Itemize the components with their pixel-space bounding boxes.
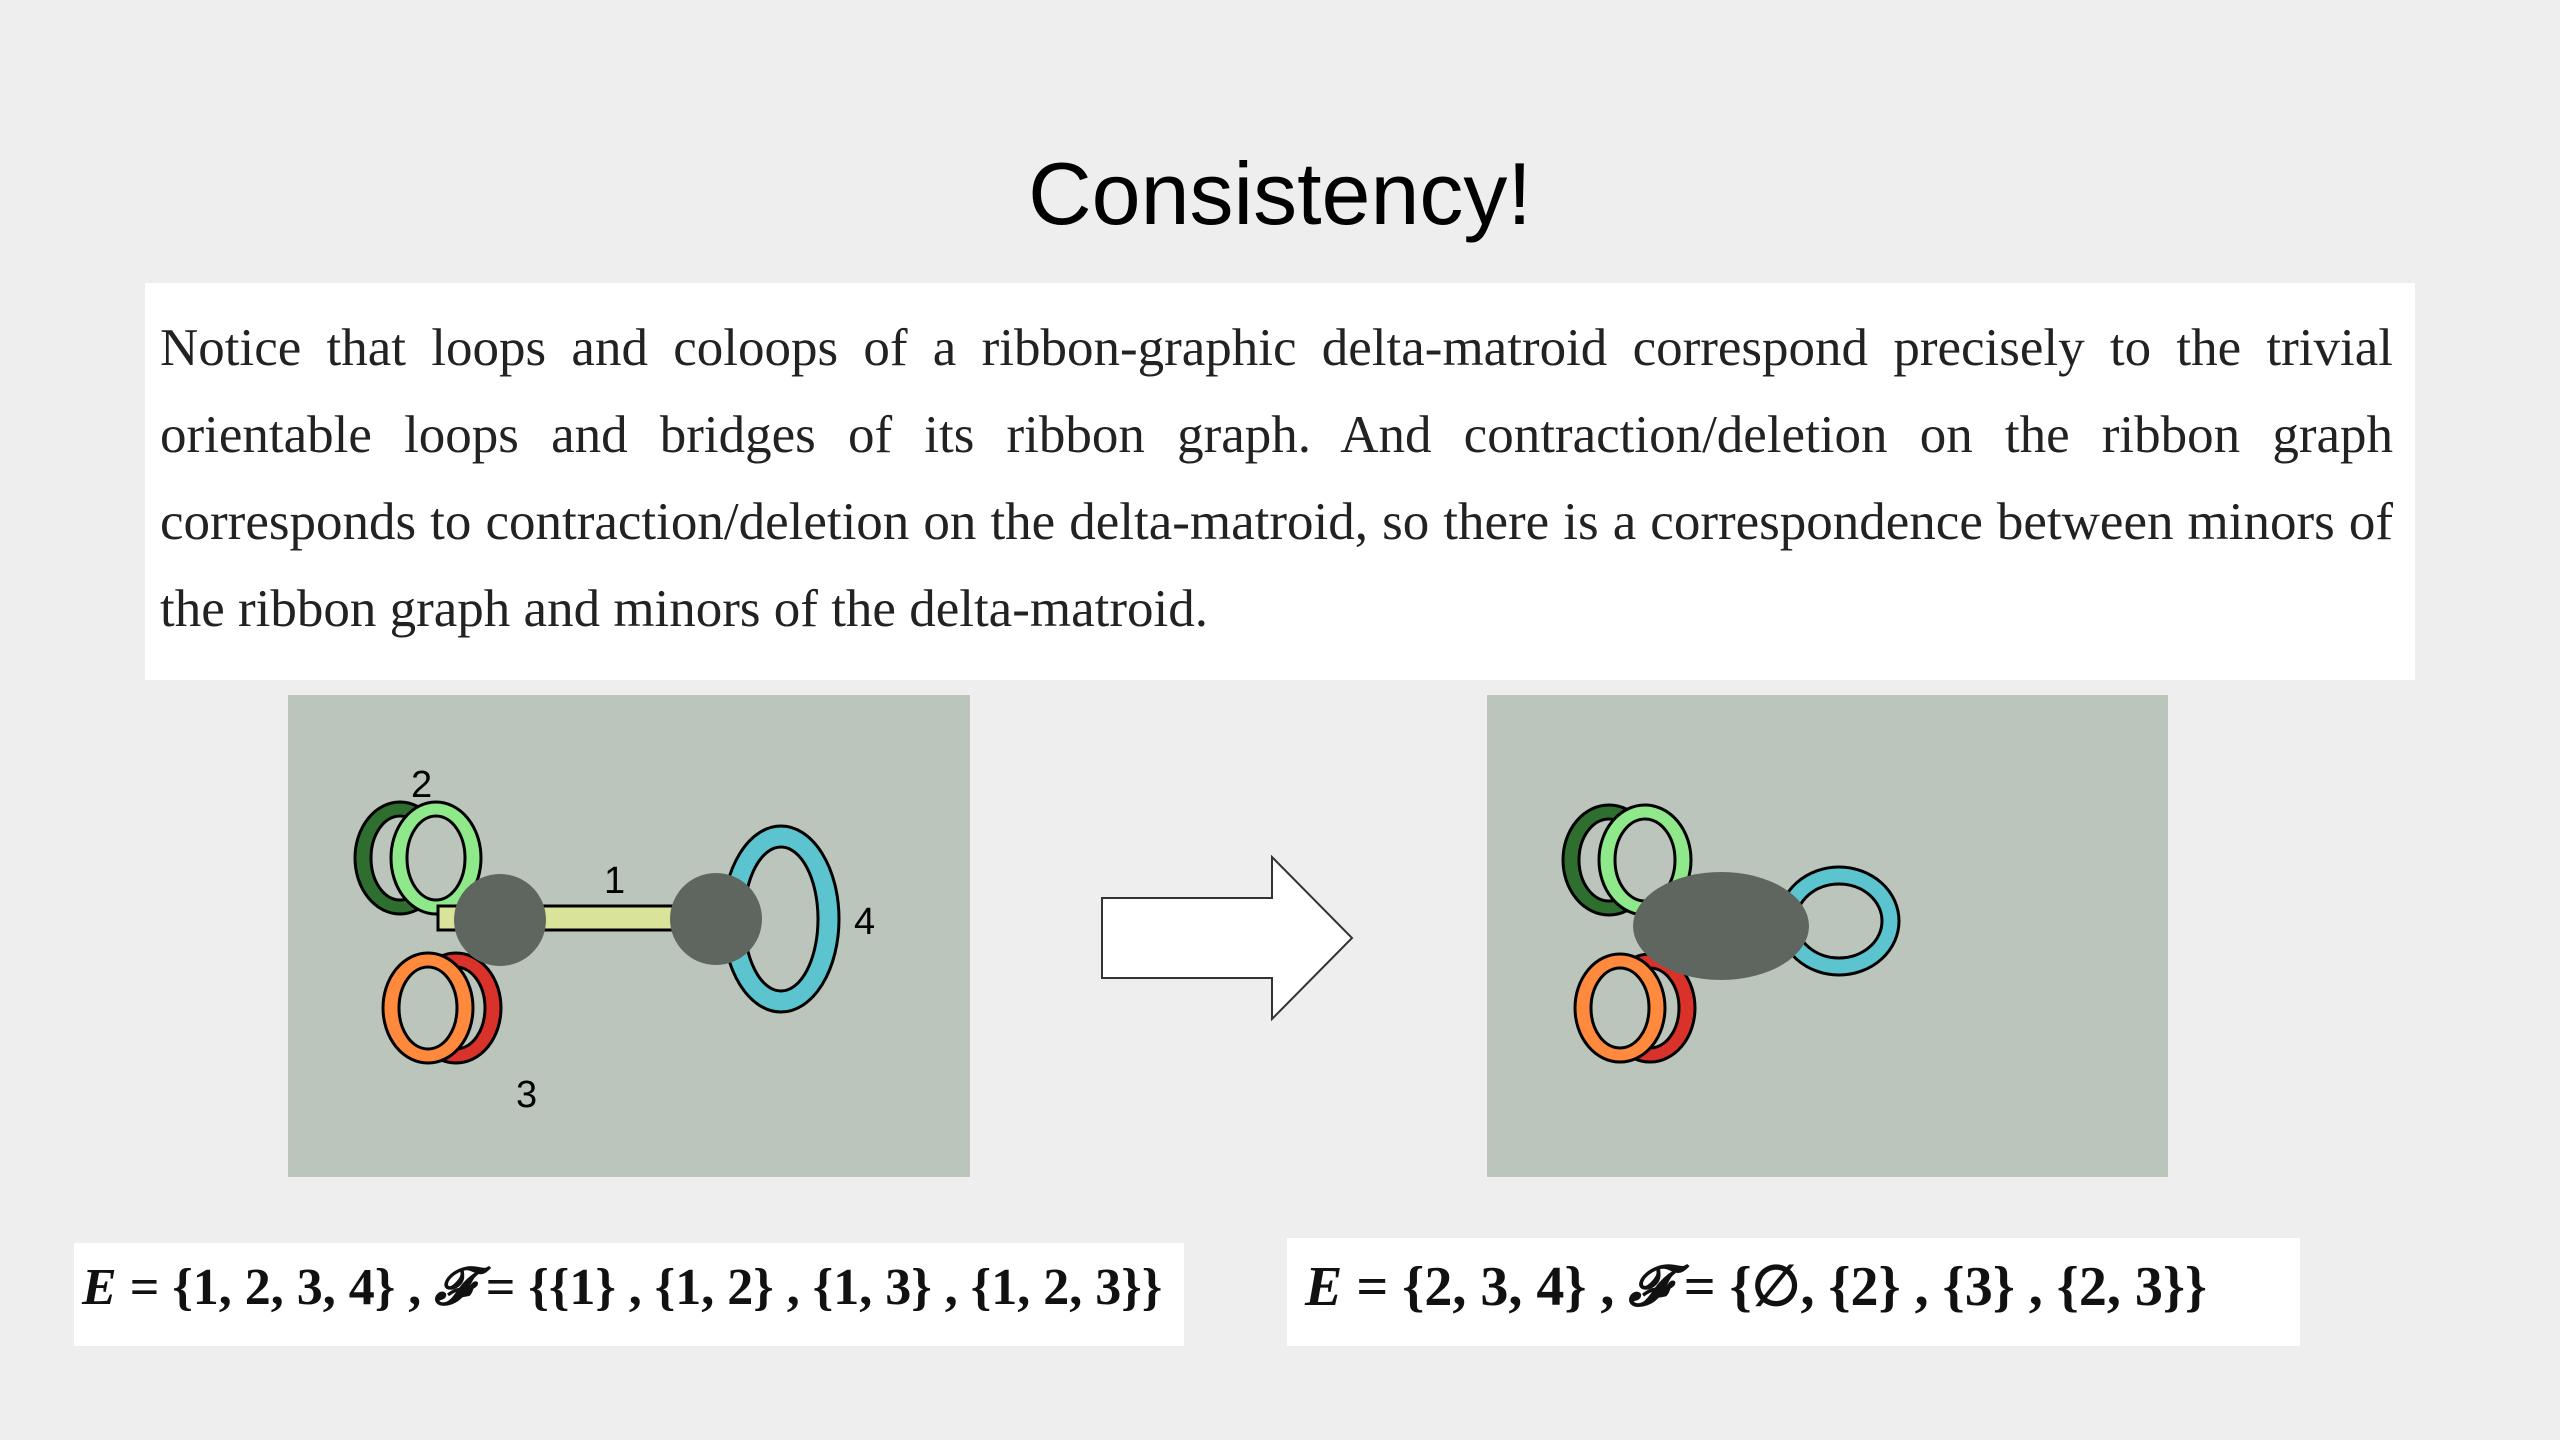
vertex-left (454, 874, 546, 966)
edge-label-2: 2 (411, 764, 432, 806)
feasible-sets-value: = {{1} , {1, 2} , {1, 3} , {1, 2, 3}} (472, 1259, 1163, 1316)
ground-set-value: = {1, 2, 3, 4} , (116, 1259, 435, 1316)
merged-vertex (1633, 872, 1809, 980)
feasible-sets-symbol: 𝓕 (434, 1259, 473, 1316)
delta-matroid-formula-right: E = {2, 3, 4} , 𝓕 = {∅, {2} , {3} , {2, … (1287, 1238, 2300, 1346)
ground-set-symbol: E (1305, 1256, 1343, 1318)
edge-label-3: 3 (516, 1074, 537, 1116)
slide-title: Consistency! (1028, 144, 1532, 243)
ground-set-symbol: E (82, 1259, 117, 1316)
contracted-ribbon-graph-diagram (1561, 803, 1901, 1064)
feasible-sets-symbol: 𝓕 (1628, 1256, 1670, 1318)
vertex-right (670, 873, 762, 965)
delta-matroid-formula-left: E = {1, 2, 3, 4} , 𝓕 = {{1} , {1, 2} , {… (74, 1243, 1184, 1346)
feasible-sets-value: = {∅, {2} , {3} , {2, 3}} (1669, 1256, 2207, 1318)
right-arrow-icon (1101, 855, 1354, 1022)
explanation-text: Notice that loops and coloops of a ribbo… (145, 283, 2415, 680)
contracted-ribbon-graph-panel (1487, 695, 2168, 1177)
ground-set-value: = {2, 3, 4} , (1342, 1256, 1629, 1318)
ribbon-graph-diagram: 1 2 3 4 (353, 764, 875, 1116)
edge-label-1: 1 (604, 860, 625, 902)
edge-label-4: 4 (854, 901, 875, 943)
ribbon-graph-panel: 1 2 3 4 (288, 695, 970, 1177)
